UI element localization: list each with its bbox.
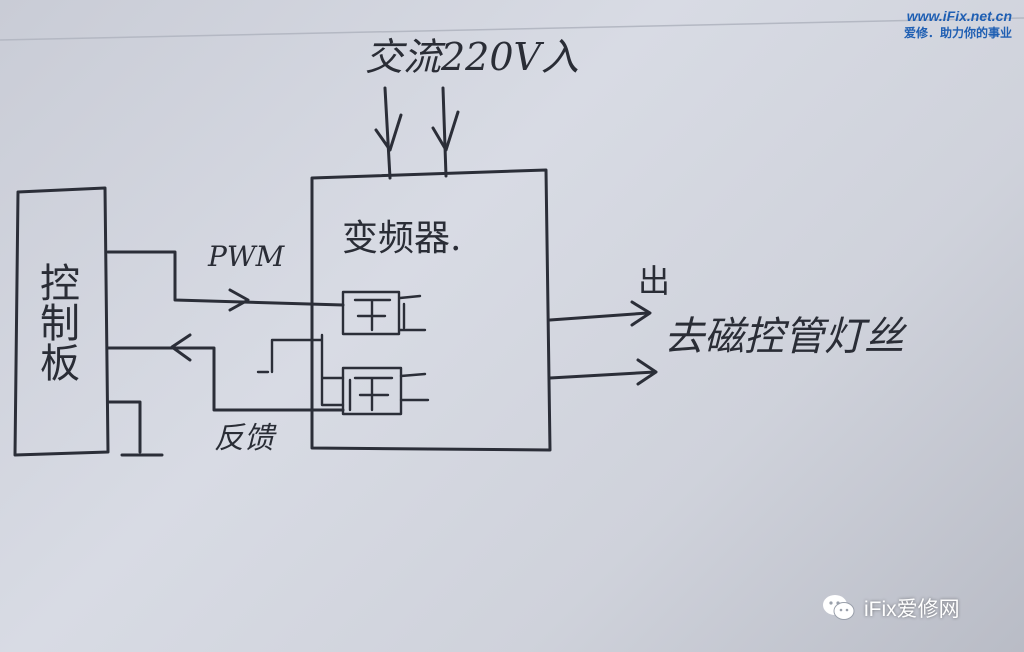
control-board-box: [13, 186, 110, 457]
output-arrows: [548, 300, 658, 386]
control-board-label: 控制板: [33, 262, 79, 382]
site-url: www.iFix.net.cn: [906, 8, 1012, 24]
feedback-label: 反馈: [214, 421, 277, 456]
ac-input-label: 交流220V入: [365, 35, 579, 79]
internal-wiring: [256, 333, 345, 407]
switch-component-lower: [341, 366, 430, 416]
pwm-label: PWM: [207, 240, 286, 273]
output-label-out: 出: [638, 262, 670, 300]
wechat-icon: [823, 595, 855, 620]
switch-component-upper: [341, 290, 427, 336]
ground-symbol: [106, 400, 164, 457]
account-watermark: iFix爱修网: [822, 588, 960, 628]
inverter-box: [310, 168, 552, 452]
account-name: iFix爱修网: [864, 598, 960, 621]
ac-input-arrows: [374, 86, 460, 180]
pwm-line: [106, 250, 345, 307]
inverter-label: 变频器.: [342, 218, 461, 259]
paper-line: [0, 17, 1024, 41]
feedback-arrowhead: [170, 333, 192, 362]
feedback-line: [106, 346, 345, 412]
site-watermark: www.iFix.net.cn 爱修．助力你的事业: [904, 8, 1012, 42]
site-slogan: 爱修．助力你的事业: [903, 26, 1012, 40]
output-label-target: 去磁控管灯丝: [664, 314, 908, 360]
pwm-arrowhead: [228, 288, 250, 312]
